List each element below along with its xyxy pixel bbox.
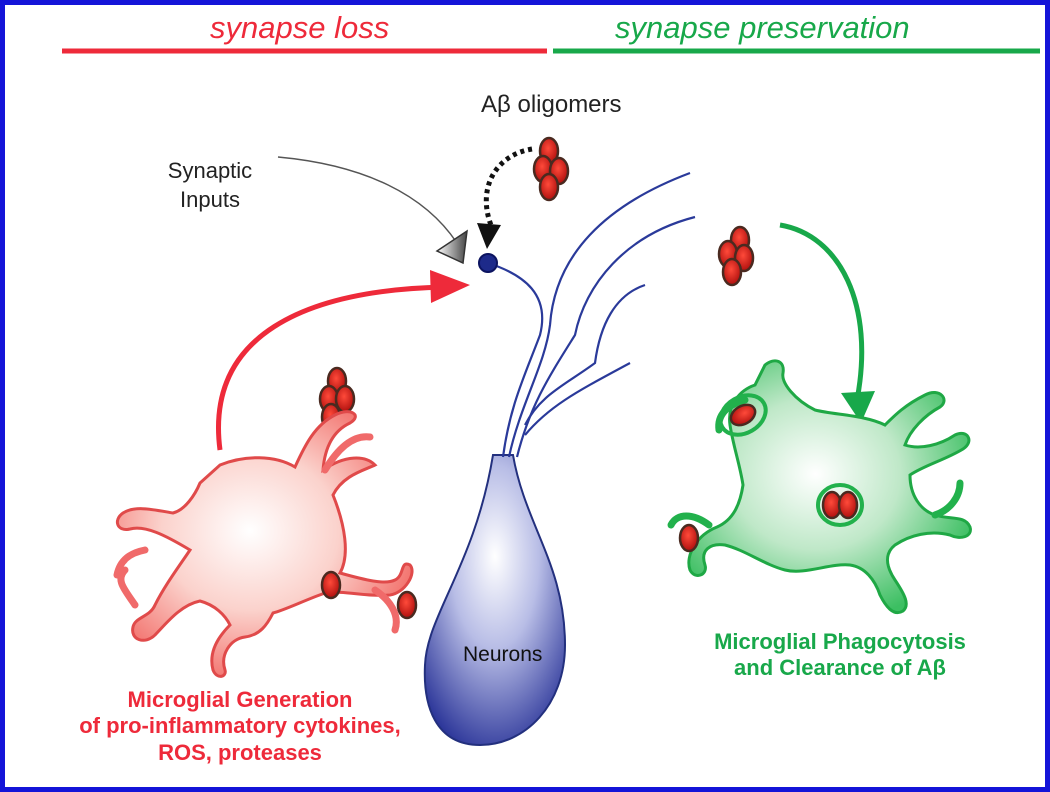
green-arrow	[779, 222, 865, 401]
diagram-canvas	[62, 48, 1040, 747]
phagocytosed-abeta	[718, 393, 768, 437]
neurons-label: Neurons	[463, 643, 543, 666]
dendritic-spine	[478, 253, 498, 273]
caption-line: of pro-inflammatory cytokines,	[79, 713, 401, 739]
abeta-oligomer	[678, 523, 700, 553]
abeta-oligomer	[396, 590, 418, 620]
phagocytosis-caption: Microglial Phagocytosis and Clearance of…	[645, 629, 1035, 682]
caption-line: ROS, proteases	[158, 739, 322, 765]
abeta-binding-arrowhead	[477, 223, 501, 249]
caption-line: and Clearance of Aβ	[734, 655, 946, 681]
abeta-oligomer-cluster	[717, 225, 755, 287]
caption-line: Microglial Generation	[127, 687, 353, 712]
microglia-proinflammatory	[115, 410, 414, 678]
green-arrowhead	[841, 391, 875, 423]
neuron-dendrites	[487, 171, 696, 458]
synaptic-inputs-line2: Inputs	[180, 186, 240, 212]
synaptic-input-axon	[277, 156, 458, 244]
synaptic-inputs-label: Synaptic Inputs	[155, 157, 265, 214]
abeta-oligomer	[320, 570, 342, 600]
synapse-loss-label: synapse loss	[210, 10, 390, 45]
synapse-preservation-label: synapse preservation	[615, 10, 910, 45]
caption-line: Microglial Phagocytosis	[714, 629, 966, 654]
neuron-soma	[423, 454, 567, 747]
red-microglia-processes	[113, 433, 400, 634]
phagocytosed-abeta	[816, 483, 864, 527]
proinflammatory-caption: Microglial Generation of pro-inflammator…	[5, 687, 475, 766]
red-arrow	[216, 284, 446, 451]
abeta-binding-arrow	[483, 146, 533, 232]
abeta-oligomers-label: Aβ oligomers	[481, 91, 622, 118]
abeta-oligomer-cluster	[532, 136, 570, 202]
synaptic-terminal-icon	[435, 229, 468, 265]
red-arrowhead	[430, 270, 470, 303]
synaptic-inputs-line1: Synaptic	[167, 158, 253, 183]
